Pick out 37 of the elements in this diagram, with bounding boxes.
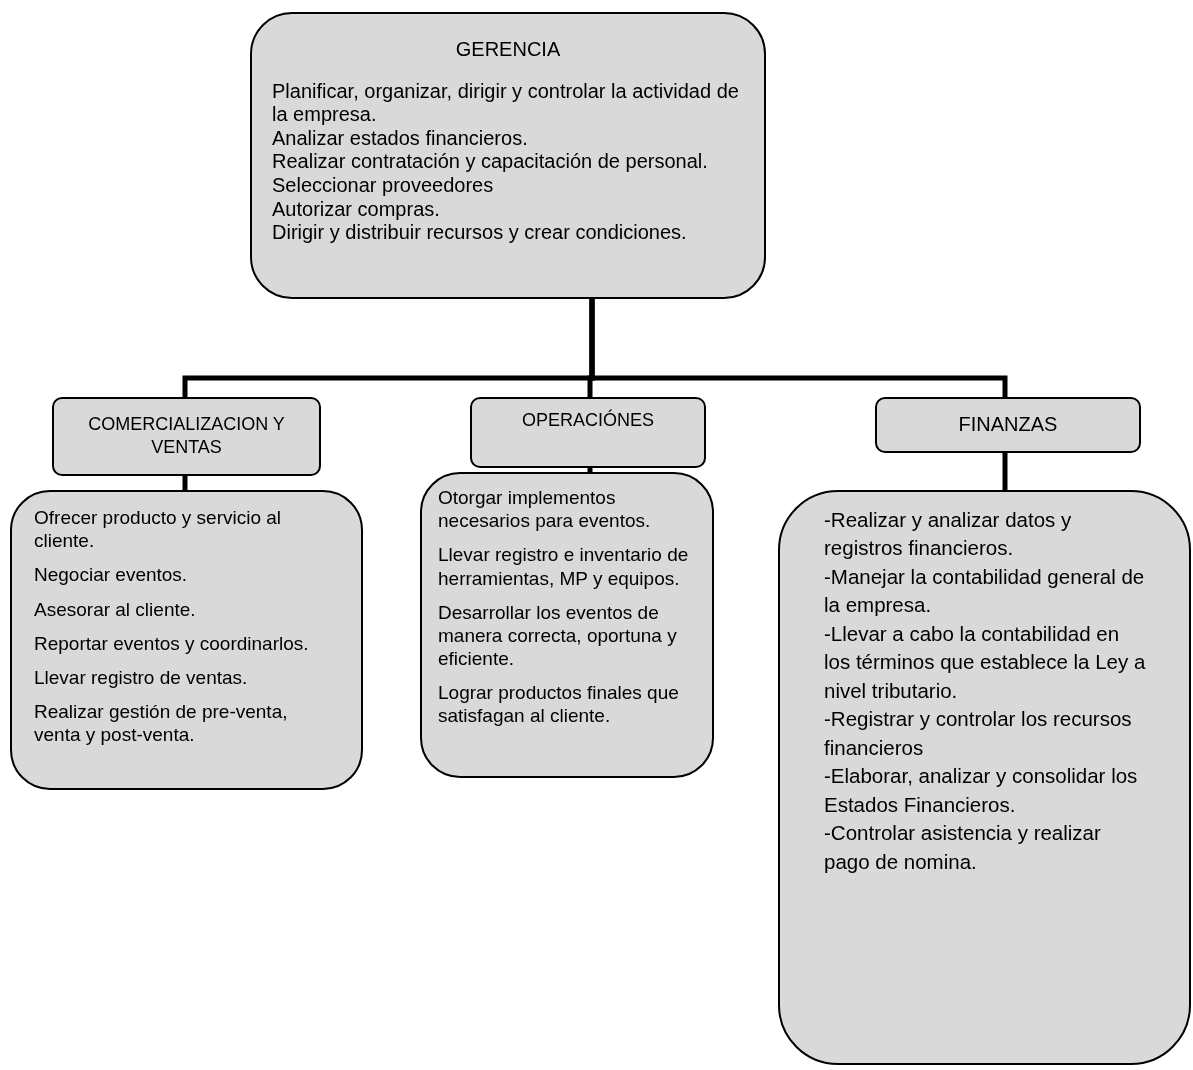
department-name: COMERCIALIZACION Y VENTAS — [87, 413, 286, 460]
function-text: Analizar estados financieros. — [272, 126, 529, 151]
function-text: Asesorar al cliente. — [34, 597, 197, 621]
connector-line — [587, 468, 593, 472]
function-text: Dirigir y distribuir recursos y crear condiciones. — [272, 221, 688, 245]
department-name: OPERACIÓNES — [521, 409, 655, 432]
connector-line — [182, 476, 188, 490]
department-box — [470, 397, 706, 468]
department-box — [875, 397, 1141, 453]
function-text: Seleccionar proveedores — [272, 173, 495, 198]
connector-line — [589, 299, 1008, 397]
function-text: Lograr productos finales que satisfagan al cliente. — [438, 681, 680, 728]
management-box — [250, 12, 766, 299]
function-text: Otorgar implementos necesarios para eventos. — [438, 486, 652, 533]
function-text: -Registrar y controlar los recursos financieros — [824, 706, 1133, 761]
function-list-box — [420, 472, 714, 778]
function-text: -Controlar asistencia y realizar pago de nomina. — [824, 820, 1102, 875]
function-text: -Elaborar, analizar y consolidar los Estados Financieros. — [824, 763, 1139, 818]
department-box — [52, 397, 321, 476]
function-text: Reportar eventos y coordinarlos. — [34, 631, 310, 655]
function-text: Realizar contratación y capacitación de personal. — [272, 150, 709, 174]
function-text: -Llevar a cabo la contabilidad en los términos que establece la Ley a nivel tributario. — [824, 620, 1147, 704]
function-text: Negociar eventos. — [34, 563, 189, 587]
function-text: Desarrollar los eventos de manera correcta, oportuna y eficiente. — [438, 600, 678, 671]
function-list-box — [10, 490, 363, 790]
connector-line — [1002, 453, 1008, 490]
function-text: -Realizar y analizar datos y registros financieros. — [824, 507, 1073, 562]
function-text: Llevar registro de ventas. — [34, 665, 249, 690]
function-text: -Manejar la contabilidad general de la empresa. — [824, 563, 1146, 619]
function-text: Ofrecer producto y servicio al cliente. — [34, 506, 283, 553]
box-heading: GERENCIA — [454, 38, 562, 62]
function-text: Planificar, organizar, dirigir y controlar la actividad de la empresa. — [272, 79, 740, 127]
function-text: Autorizar compras. — [272, 197, 441, 222]
department-name: FINANZAS — [957, 412, 1059, 437]
function-list-box — [778, 490, 1191, 1065]
function-text: Realizar gestión de pre-venta, venta y post-venta. — [34, 700, 289, 747]
function-text: Llevar registro e inventario de herramientas, MP y equipos. — [438, 543, 690, 590]
